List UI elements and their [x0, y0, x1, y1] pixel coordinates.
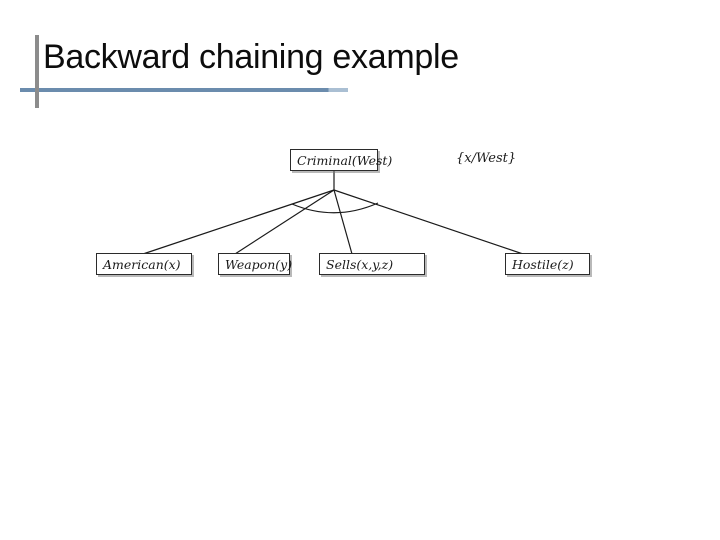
- node-american: American(x): [96, 253, 192, 275]
- node-criminal-west: Criminal(West): [290, 149, 392, 171]
- substitution-label: {x/West}: [456, 151, 517, 166]
- edge-junction-to-weapon: [234, 189, 335, 255]
- title-accent-underline: [20, 88, 348, 92]
- node-label: American(x): [103, 256, 181, 272]
- edge-junction-to-american: [142, 189, 335, 255]
- node-hostile: Hostile(z): [505, 253, 590, 275]
- node-sells: Sells(x,y,z): [319, 253, 425, 275]
- edge-junction-to-sells: [333, 189, 353, 255]
- node-label: Criminal(West): [297, 152, 393, 168]
- slide-title: Backward chaining example: [43, 38, 459, 76]
- and-arc: [291, 202, 379, 214]
- node-label: Sells(x,y,z): [326, 256, 394, 272]
- node-label: Hostile(z): [512, 256, 574, 272]
- node-weapon: Weapon(y): [218, 253, 293, 275]
- edge-junction-to-hostile: [333, 189, 524, 255]
- title-accent-vertical-bar: [35, 35, 39, 108]
- node-label: Weapon(y): [225, 256, 293, 272]
